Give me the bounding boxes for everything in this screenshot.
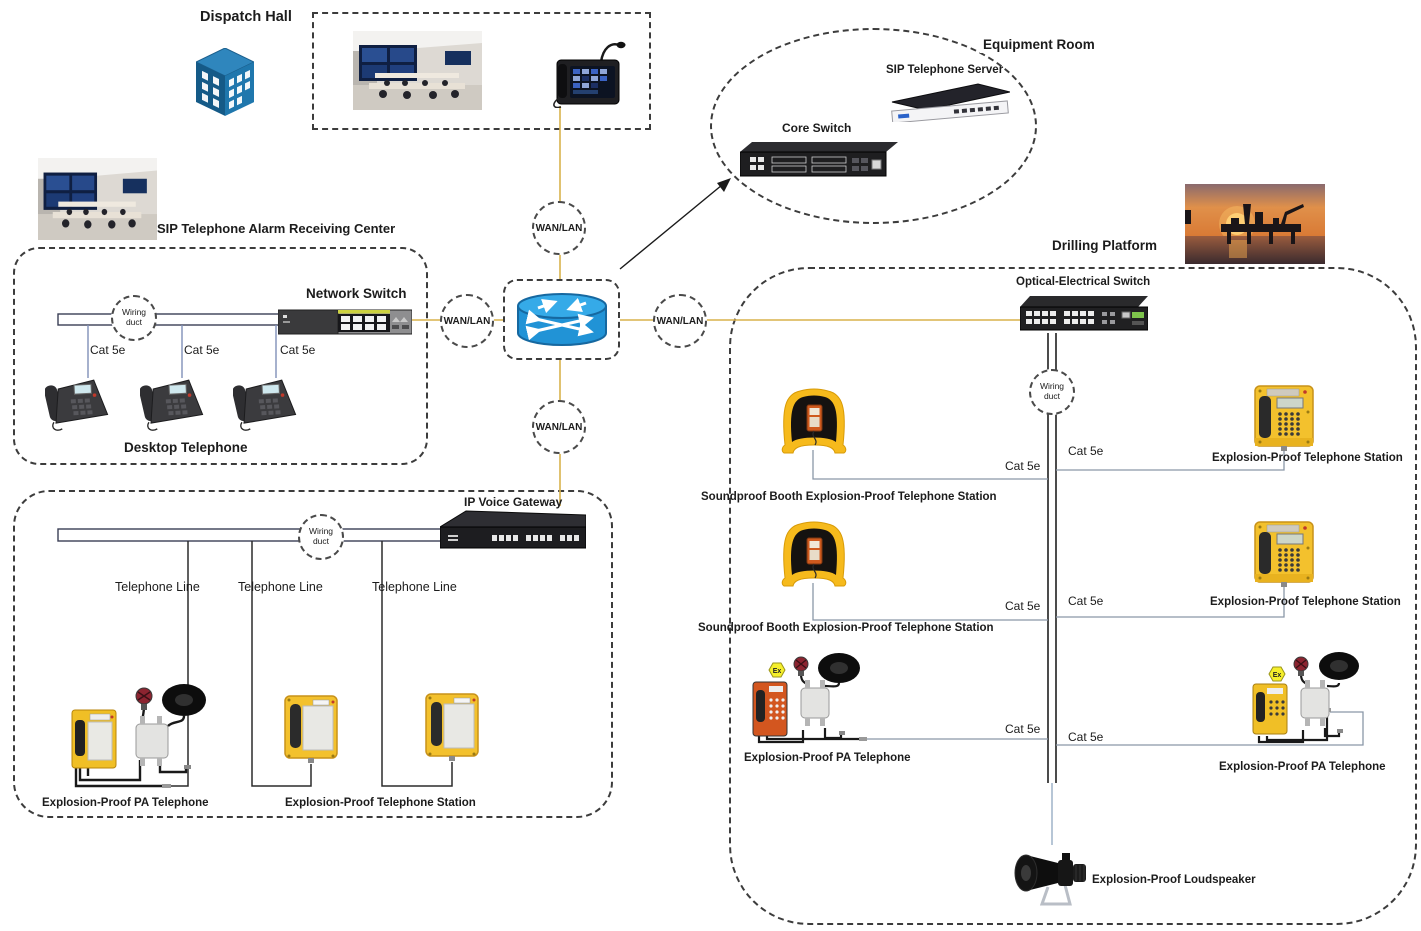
equipment-room-title: Equipment Room xyxy=(980,37,1098,53)
telephone-station-label: Explosion-Proof Telephone Station xyxy=(1210,596,1401,608)
cat5e-label: Cat 5e xyxy=(280,343,316,357)
sip-server-label: SIP Telephone Server xyxy=(886,64,1004,76)
alarm-center-box xyxy=(13,247,428,465)
cat5e-label: Cat 5e xyxy=(184,343,220,357)
dispatch-hall-title: Dispatch Hall xyxy=(200,9,292,25)
wall-telephone-station-device xyxy=(283,694,339,764)
optical-switch-device xyxy=(1020,293,1148,333)
cat5e-label: Cat 5e xyxy=(1068,594,1104,608)
cat5e-label: Cat 5e xyxy=(1005,459,1041,473)
dispatch-console-device xyxy=(543,36,628,108)
pa-telephone-label: Explosion-Proof PA Telephone xyxy=(1219,761,1386,773)
router-icon xyxy=(516,293,608,351)
pa-telephone-assembly: Ex xyxy=(1243,648,1369,748)
platform-photo xyxy=(1185,184,1325,264)
wall-telephone-station-device xyxy=(424,692,480,762)
gateway-zone-box xyxy=(13,490,613,818)
soundproof-booth-label: Soundproof Booth Explosion-Proof Telepho… xyxy=(701,491,997,503)
wiring-duct-node: Wiring duct xyxy=(298,514,344,560)
desktop-phone-device xyxy=(140,374,206,432)
desktop-phone-device xyxy=(45,374,111,432)
control-room-photo xyxy=(38,158,157,240)
ex-badge-label: Ex xyxy=(773,668,782,675)
wall-telephone-station-device xyxy=(1253,520,1315,588)
cat5e-label: Cat 5e xyxy=(1068,444,1104,458)
wanlan-node: WAN/LAN xyxy=(653,294,707,348)
drilling-platform-title: Drilling Platform xyxy=(1052,238,1158,253)
telephone-line-label: Telephone Line xyxy=(115,580,200,594)
sip-server-device xyxy=(890,82,1010,122)
cat5e-label: Cat 5e xyxy=(1005,599,1041,613)
alarm-center-title: SIP Telephone Alarm Receiving Center xyxy=(157,221,396,236)
dispatch-hall-box xyxy=(312,12,651,130)
pa-telephone-assembly xyxy=(60,678,216,790)
soundproof-booth-label: Soundproof Booth Explosion-Proof Telepho… xyxy=(698,622,994,634)
pa-telephone-label: Explosion-Proof PA Telephone xyxy=(42,797,209,809)
wanlan-node: WAN/LAN xyxy=(532,400,586,454)
building-icon xyxy=(196,48,254,116)
optical-switch-label: Optical-Electrical Switch xyxy=(1016,276,1151,288)
telephone-line-label: Telephone Line xyxy=(238,580,323,594)
telephone-station-label: Explosion-Proof Telephone Station xyxy=(285,797,476,809)
wiring-duct-node: Wiring duct xyxy=(1029,369,1075,415)
core-switch-label: Core Switch xyxy=(782,121,852,135)
wanlan-node: WAN/LAN xyxy=(440,294,494,348)
cat5e-label: Cat 5e xyxy=(1005,722,1041,736)
wall-telephone-station-device xyxy=(1253,384,1315,452)
wiring-duct-node: Wiring duct xyxy=(111,295,157,341)
booth-device xyxy=(777,385,851,457)
booth-device xyxy=(777,518,851,590)
cat5e-label: Cat 5e xyxy=(90,343,126,357)
telephone-station-label: Explosion-Proof Telephone Station xyxy=(1212,452,1403,464)
core-switch-device xyxy=(740,140,898,178)
wanlan-node: WAN/LAN xyxy=(532,201,586,255)
network-switch-device xyxy=(278,306,412,336)
pa-telephone-label: Explosion-Proof PA Telephone xyxy=(744,752,911,764)
equipment-room-ellipse xyxy=(710,28,1037,224)
desktop-telephone-label: Desktop Telephone xyxy=(124,440,248,455)
cat5e-label: Cat 5e xyxy=(1068,730,1104,744)
ip-voice-gateway-label: IP Voice Gateway xyxy=(464,495,563,509)
pa-telephone-assembly: Ex xyxy=(743,648,879,748)
control-room-photo xyxy=(353,31,482,110)
network-switch-label: Network Switch xyxy=(306,286,407,301)
ex-badge-label: Ex xyxy=(1273,672,1282,679)
desktop-phone-device xyxy=(233,374,299,432)
drilling-platform-box xyxy=(729,267,1417,925)
ip-gateway-device xyxy=(440,505,586,553)
loudspeaker-label: Explosion-Proof Loudspeaker xyxy=(1092,874,1256,886)
loudspeaker-device xyxy=(1012,843,1092,908)
telephone-line-label: Telephone Line xyxy=(372,580,457,594)
